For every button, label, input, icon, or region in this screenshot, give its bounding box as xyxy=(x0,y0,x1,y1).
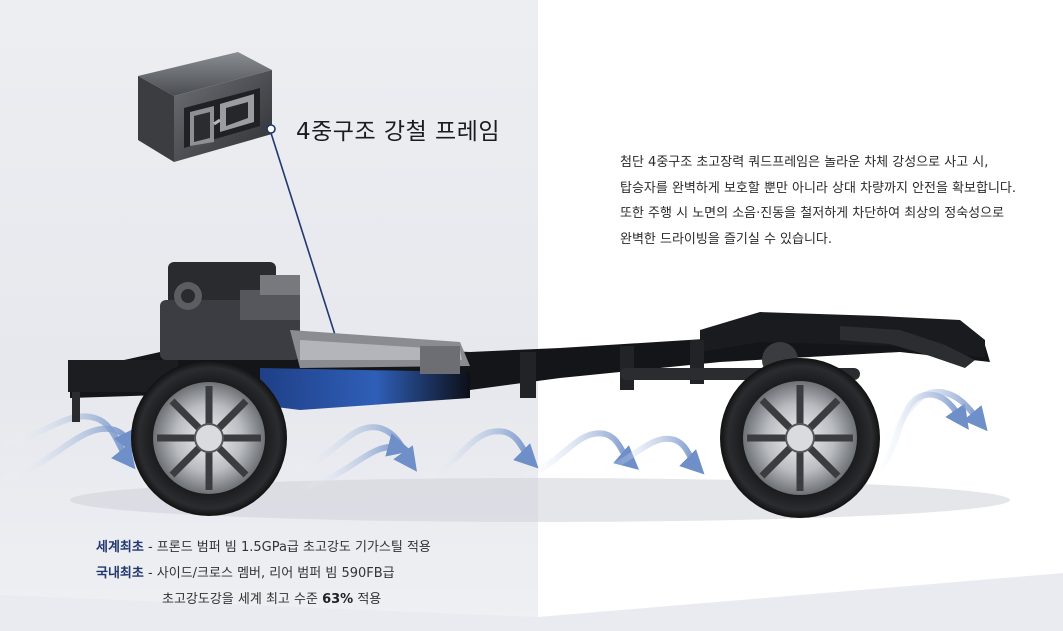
frame-highlight xyxy=(260,368,470,410)
world-first-fact: 세계최초 - 프론드 범퍼 빔 1.5GPa급 초고강도 기가스틸 적용 xyxy=(96,535,431,561)
feature-description: 첨단 4중구조 초고장력 쿼드프레임은 놀라운 차체 강성으로 사고 시, 탑승… xyxy=(620,150,1050,252)
description-line: 완벽한 드라이빙을 즐기실 수 있습니다. xyxy=(620,231,833,247)
domestic-first-cont-text: 초고강도강을 세계 최고 수준 xyxy=(162,592,323,607)
world-first-tag: 세계최초 xyxy=(96,540,144,555)
steel-frame-thumbnail-icon xyxy=(138,52,272,162)
domestic-first-tag: 국내최초 xyxy=(96,566,144,581)
facts-block: 세계최초 - 프론드 범퍼 빔 1.5GPa급 초고강도 기가스틸 적용 국내최… xyxy=(96,535,431,613)
description-line: 또한 주행 시 노면의 소음·진동을 철저하게 차단하여 최상의 정숙성으로 xyxy=(620,206,1005,222)
domestic-first-cont-suffix: 적용 xyxy=(353,592,382,607)
chassis-illustration xyxy=(0,262,1010,522)
domestic-first-fact: 국내최초 - 사이드/크로스 멤버, 리어 범퍼 빔 590FB급 xyxy=(96,561,431,587)
engine-block xyxy=(160,262,470,374)
domestic-first-text: - 사이드/크로스 멤버, 리어 범퍼 빔 590FB급 xyxy=(143,566,395,581)
rear-wheel xyxy=(720,358,880,518)
domestic-first-continuation: 초고강도강을 세계 최고 수준 63% 적용 xyxy=(96,587,431,613)
bottom-wedge-background xyxy=(0,573,1063,631)
front-wheel xyxy=(131,360,287,516)
description-line: 첨단 4중구조 초고장력 쿼드프레임은 놀라운 차체 강성으로 사고 시, xyxy=(620,155,989,170)
domestic-first-percentage: 63% xyxy=(322,592,354,607)
airflow-icon xyxy=(0,389,988,491)
feature-title: 4중구조 강철 프레임 xyxy=(296,119,501,145)
world-first-text: - 프론드 범퍼 빔 1.5GPa급 초고강도 기가스틸 적용 xyxy=(143,540,431,555)
description-line: 탑승자를 완벽하게 보호할 뿐만 아니라 상대 차량까지 안전을 확보합니다. xyxy=(620,180,1016,196)
